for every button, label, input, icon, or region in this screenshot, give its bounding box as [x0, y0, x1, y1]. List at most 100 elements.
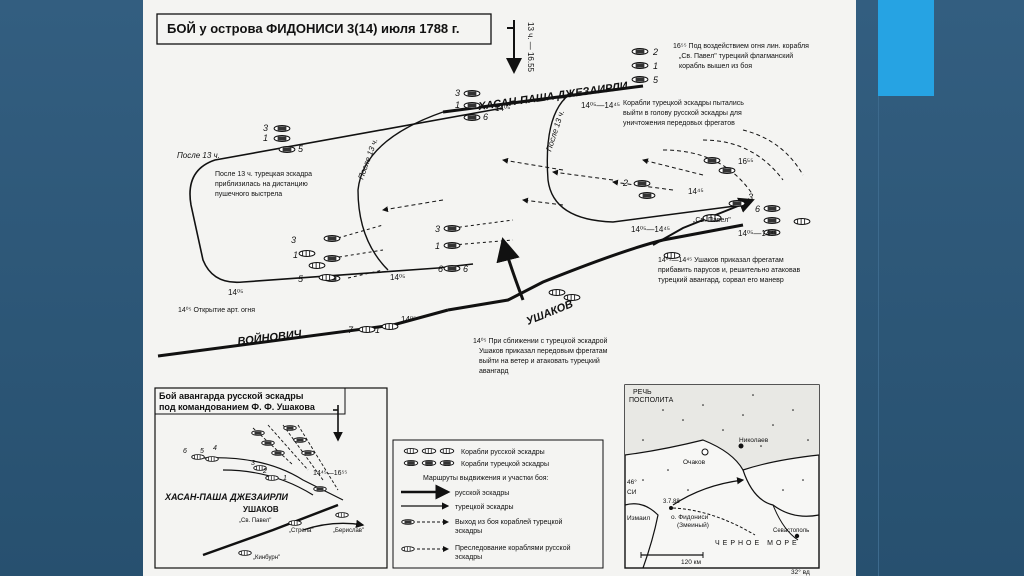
label-after13: После 13 ч.: [177, 151, 220, 160]
legend: Корабли русской эскадры Корабли турецкой…: [392, 439, 604, 569]
legend-turk-squad: турецкой эскадры: [455, 503, 514, 511]
turkish-ships: [273, 48, 781, 282]
locator-sevastopol: Севастополь: [773, 528, 809, 534]
label-1445b: 14⁰⁵—14⁴⁵: [738, 229, 777, 238]
svg-text:выйти на ветер и атаковать тур: выйти на ветер и атаковать турецкий: [479, 357, 600, 365]
svg-text:приблизилась на дистанцию: приблизилась на дистанцию: [215, 180, 308, 188]
label-1405c: 14⁰⁵: [401, 315, 416, 324]
label-sv-pavel: „Св. Павел": [693, 217, 731, 224]
title-frame: [156, 13, 492, 45]
locator-date: 3.7.88: [663, 499, 680, 505]
label-1405-1445b: 14⁰⁵—14⁴⁵: [631, 225, 670, 234]
map-title: БОЙ у острова ФИДОНИСИ 3(14) июля 1788 г…: [167, 21, 460, 36]
inset-n4: 4: [213, 445, 217, 452]
svg-text:2: 2: [622, 178, 628, 188]
voinovich-label: ВОЙНОВИЧ: [237, 327, 303, 348]
label-1405d: 14⁰⁵: [495, 104, 510, 113]
svg-text:1: 1: [375, 325, 380, 335]
svg-text:„Св. Павел" турецкий флагманск: „Св. Павел" турецкий флагманский: [679, 52, 793, 60]
legend-exit-2: эскадры: [455, 528, 482, 535]
label-after13-v1: После 13 ч.: [356, 137, 379, 180]
locator-rzecz-1: РЕЧЬ: [633, 389, 652, 396]
svg-text:пушечного выстрела: пушечного выстрела: [215, 191, 282, 198]
locator-lon: 32° вд: [791, 568, 810, 576]
inset-n3: 3: [251, 460, 255, 467]
svg-text:турецкий авангард, сорвал его: турецкий авангард, сорвал его маневр: [658, 276, 784, 284]
svg-text:Корабли турецкой эскадры пытал: Корабли турецкой эскадры пытались: [623, 99, 744, 107]
legend-rus-squad: русской эскадры: [455, 489, 509, 497]
locator-coast: СИ: [627, 489, 637, 496]
inset-strela: „Стрела": [289, 528, 314, 534]
ushakov-label: УШАКОВ: [525, 298, 575, 328]
pursuit-arrows: [382, 129, 804, 213]
locator-izmail: Измаил: [627, 515, 650, 522]
svg-text:6: 6: [463, 264, 468, 274]
svg-text:авангард: авангард: [479, 368, 508, 375]
svg-text:1: 1: [293, 250, 298, 260]
locator-lat: 46°: [627, 478, 637, 486]
locator-black-sea: ЧЕРНОЕ МОРЕ: [715, 540, 800, 547]
svg-text:16⁵⁵ Под воздействием огня лин: 16⁵⁵ Под воздействием огня лин. корабля: [673, 42, 809, 50]
label-1405-1445a: 14⁰⁵—14⁴⁵: [581, 101, 620, 110]
legend-pursuit-1: Преследование кораблями русской: [455, 544, 571, 552]
svg-text:корабль вышел из боя: корабль вышел из боя: [679, 62, 752, 70]
accent-block: [878, 0, 934, 96]
svg-text:6: 6: [755, 204, 760, 214]
svg-text:После 13 ч. турецкая эскадра: После 13 ч. турецкая эскадра: [215, 171, 312, 178]
locator-rzecz-2: ПОСПОЛИТА: [629, 397, 674, 404]
label-after13-v2: После 13 ч.: [544, 109, 566, 153]
accent-divider: [878, 0, 879, 576]
svg-text:1: 1: [455, 100, 460, 110]
label-1655: 16⁵⁵: [738, 157, 754, 166]
svg-text:3: 3: [263, 123, 268, 133]
label-1445: 14⁴⁵: [688, 187, 704, 196]
inset-n6: 6: [183, 448, 187, 455]
inset-sv-pavel: „Св. Павел": [239, 518, 271, 524]
inset-title-2: под командованием Ф. Ф. Ушакова: [159, 402, 316, 412]
inset-n5: 5: [200, 448, 204, 455]
legend-turk-ships: Корабли турецкой эскадры: [461, 460, 549, 468]
ship-numbers: 3 1 5 3 1 6 2 1 5 3 1 5 6 3 1 6 7 1 2 3 …: [263, 47, 760, 335]
turkish-route-east: [546, 91, 744, 223]
ushakov-turn: [496, 237, 525, 301]
wind-label: 13 ч. — 16.55: [526, 22, 535, 73]
inset-hassan: ХАСАН-ПАША ДЖЕЗАИРЛИ: [164, 492, 289, 502]
map-slide: БОЙ у острова ФИДОНИСИ 3(14) июля 1788 г…: [143, 0, 856, 576]
inset-ushakov: УШАКОВ: [243, 505, 279, 514]
wind-arrow: 13 ч. — 16.55: [506, 20, 535, 74]
locator-nikolaev: Николаев: [739, 437, 769, 444]
svg-text:выйти в голову русской эскадры: выйти в голову русской эскадры для: [623, 109, 742, 117]
svg-text:3: 3: [748, 192, 753, 202]
locator-ochakov: Очаков: [683, 459, 706, 466]
locator-scale: 120 км: [681, 559, 701, 566]
svg-text:5: 5: [298, 274, 304, 284]
label-1405b: 14⁰⁵: [390, 273, 405, 282]
svg-text:14⁰⁵—14⁴⁵ Ушаков приказал фре: 14⁰⁵—14⁴⁵ Ушаков приказал фрегатам: [658, 256, 784, 264]
annotations: 16⁵⁵ Под воздействием огня лин. корабля …: [178, 42, 809, 375]
svg-text:6: 6: [438, 264, 443, 274]
svg-text:5: 5: [653, 75, 659, 85]
legend-pursuit-2: эскадры: [455, 554, 482, 561]
ushakov-advance: [652, 197, 755, 246]
svg-text:Ушаков приказал передовым фрег: Ушаков приказал передовым фрегатам: [479, 348, 608, 355]
svg-text:1: 1: [263, 133, 268, 143]
svg-text:прибавить парусов и, решительн: прибавить парусов и, решительно атаковав: [658, 266, 800, 274]
inset-kinburn: „Кинбурн": [253, 555, 280, 561]
inset-time: 14⁴⁵—16⁵⁵: [313, 470, 347, 477]
inset-n1: 1: [283, 475, 287, 482]
legend-rus-ships: Корабли русской эскадры: [461, 448, 545, 456]
battle-map: БОЙ у острова ФИДОНИСИ 3(14) июля 1788 г…: [154, 13, 820, 576]
svg-text:14⁰⁵ Открытие арт. огня: 14⁰⁵ Открытие арт. огня: [178, 306, 255, 314]
svg-text:3: 3: [435, 224, 440, 234]
svg-text:7: 7: [348, 325, 354, 335]
svg-text:5: 5: [298, 144, 304, 154]
locator-fidonisi-1: о. Фидониси: [671, 514, 709, 521]
svg-text:уничтожения передовых фрегатов: уничтожения передовых фрегатов: [623, 120, 735, 127]
main-map: БОЙ у острова ФИДОНИСИ 3(14) июля 1788 г…: [156, 13, 811, 375]
inset-battle: Бой авангарда русской эскадры под команд…: [154, 387, 388, 569]
svg-text:2: 2: [652, 47, 658, 57]
legend-routes: Маршруты выдвижения и участки боя:: [423, 474, 549, 482]
svg-text:1: 1: [435, 241, 440, 251]
svg-text:3: 3: [291, 235, 296, 245]
inset-berislav: „Берислав": [333, 528, 364, 534]
